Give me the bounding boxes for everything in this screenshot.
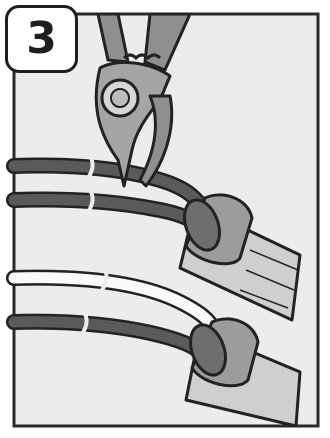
step-badge: 3 [5,5,78,73]
step-number: 3 [26,17,57,61]
